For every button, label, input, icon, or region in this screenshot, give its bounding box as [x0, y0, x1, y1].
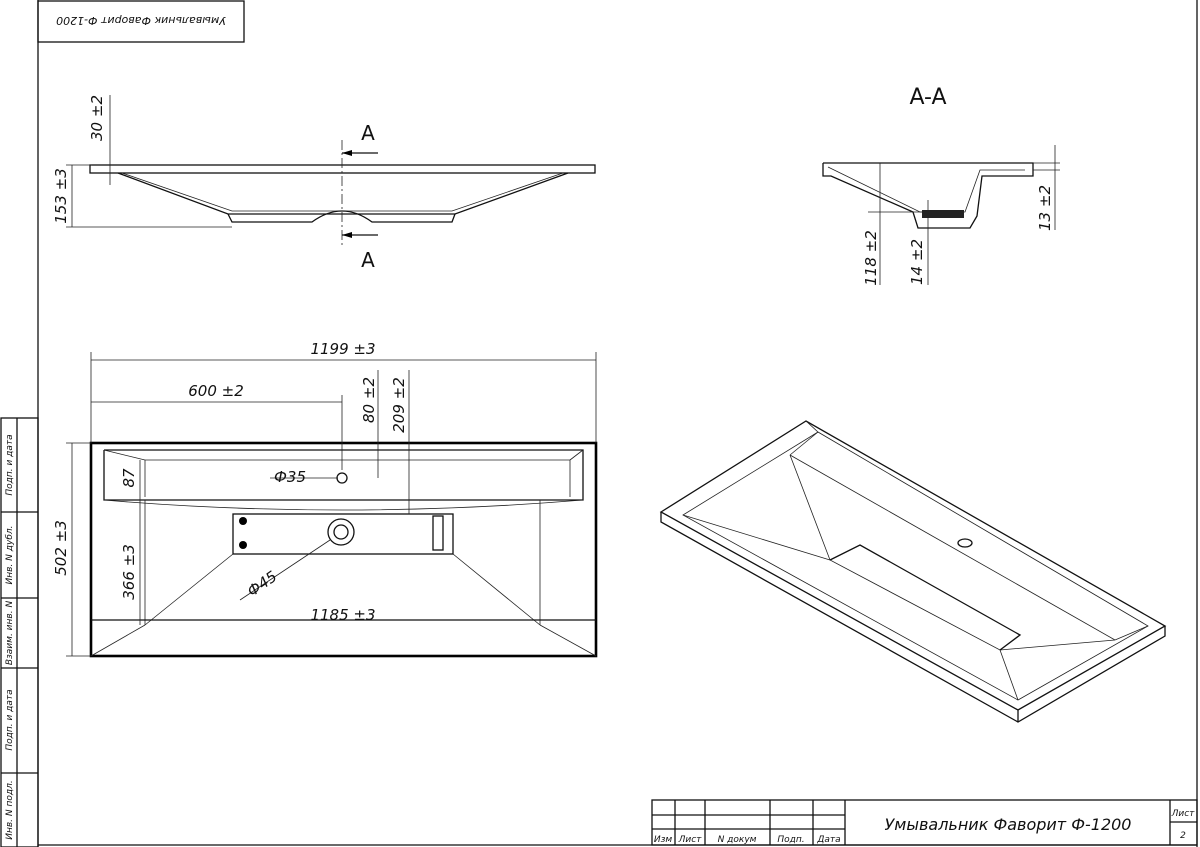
- dim-153: 153 ±3: [52, 168, 70, 224]
- title-block: Изм Лист N докум Подп. Дата Умывальник Ф…: [651, 799, 1198, 846]
- dim-118: 118 ±2: [862, 230, 880, 286]
- stamp-label: Инв. N дубл.: [5, 526, 15, 585]
- dia-35: Ф35: [274, 468, 306, 486]
- dim-600: 600 ±2: [188, 382, 244, 400]
- side-view: A A 30 ±2 153 ±3: [52, 95, 596, 272]
- cut-label-bottom: A: [361, 248, 375, 272]
- cut-label-top: A: [361, 121, 375, 145]
- dim-80: 80 ±2: [360, 377, 378, 423]
- column-label: Дата: [816, 835, 840, 845]
- isometric-view: [659, 420, 1167, 723]
- section-label: A-A: [909, 85, 946, 110]
- stamp-label: Подп. и дата: [5, 434, 15, 495]
- dia-45: Ф45: [244, 567, 281, 600]
- dim-1199: 1199 ±3: [310, 340, 375, 358]
- column-label: N докум: [718, 835, 757, 845]
- dim-13: 13 ±2: [1036, 185, 1054, 231]
- dim-1185: 1185 ±3: [310, 606, 375, 624]
- sheet-label: Лист: [1171, 809, 1196, 819]
- dim-502: 502 ±3: [52, 520, 70, 576]
- side-stamp: Подп. и дата Инв. N дубл. Взаим. инв. N …: [0, 417, 39, 847]
- dim-30: 30 ±2: [88, 95, 106, 141]
- dim-14: 14 ±2: [908, 239, 926, 285]
- stamp-label: Взаим. инв. N: [5, 601, 15, 666]
- column-label: Подп.: [777, 835, 804, 845]
- sheet-number: 2: [1180, 831, 1186, 841]
- drawing-title: Умывальник Фаворит Ф-1200: [885, 815, 1132, 834]
- section-view: A-A 118 ±2 14 ±2 13 ±2: [822, 85, 1060, 286]
- dim-209: 209 ±2: [390, 377, 408, 433]
- column-label: Изм: [654, 835, 673, 845]
- top-stamp-text: Умывальник Фаворит Ф-1200: [56, 14, 226, 27]
- dim-366: 366 ±3: [120, 544, 138, 600]
- sheet-frame: Умывальник Фаворит Ф-1200: [37, 0, 1198, 847]
- stamp-label: Подп. и дата: [5, 689, 15, 750]
- stamp-label: Инв. N подл.: [5, 780, 15, 839]
- column-label: Лист: [678, 835, 703, 845]
- dim-87: 87: [120, 468, 138, 488]
- top-view: 1199 ±3 600 ±2 80 ±2 209 ±2 87 502 ±3 36…: [52, 340, 598, 658]
